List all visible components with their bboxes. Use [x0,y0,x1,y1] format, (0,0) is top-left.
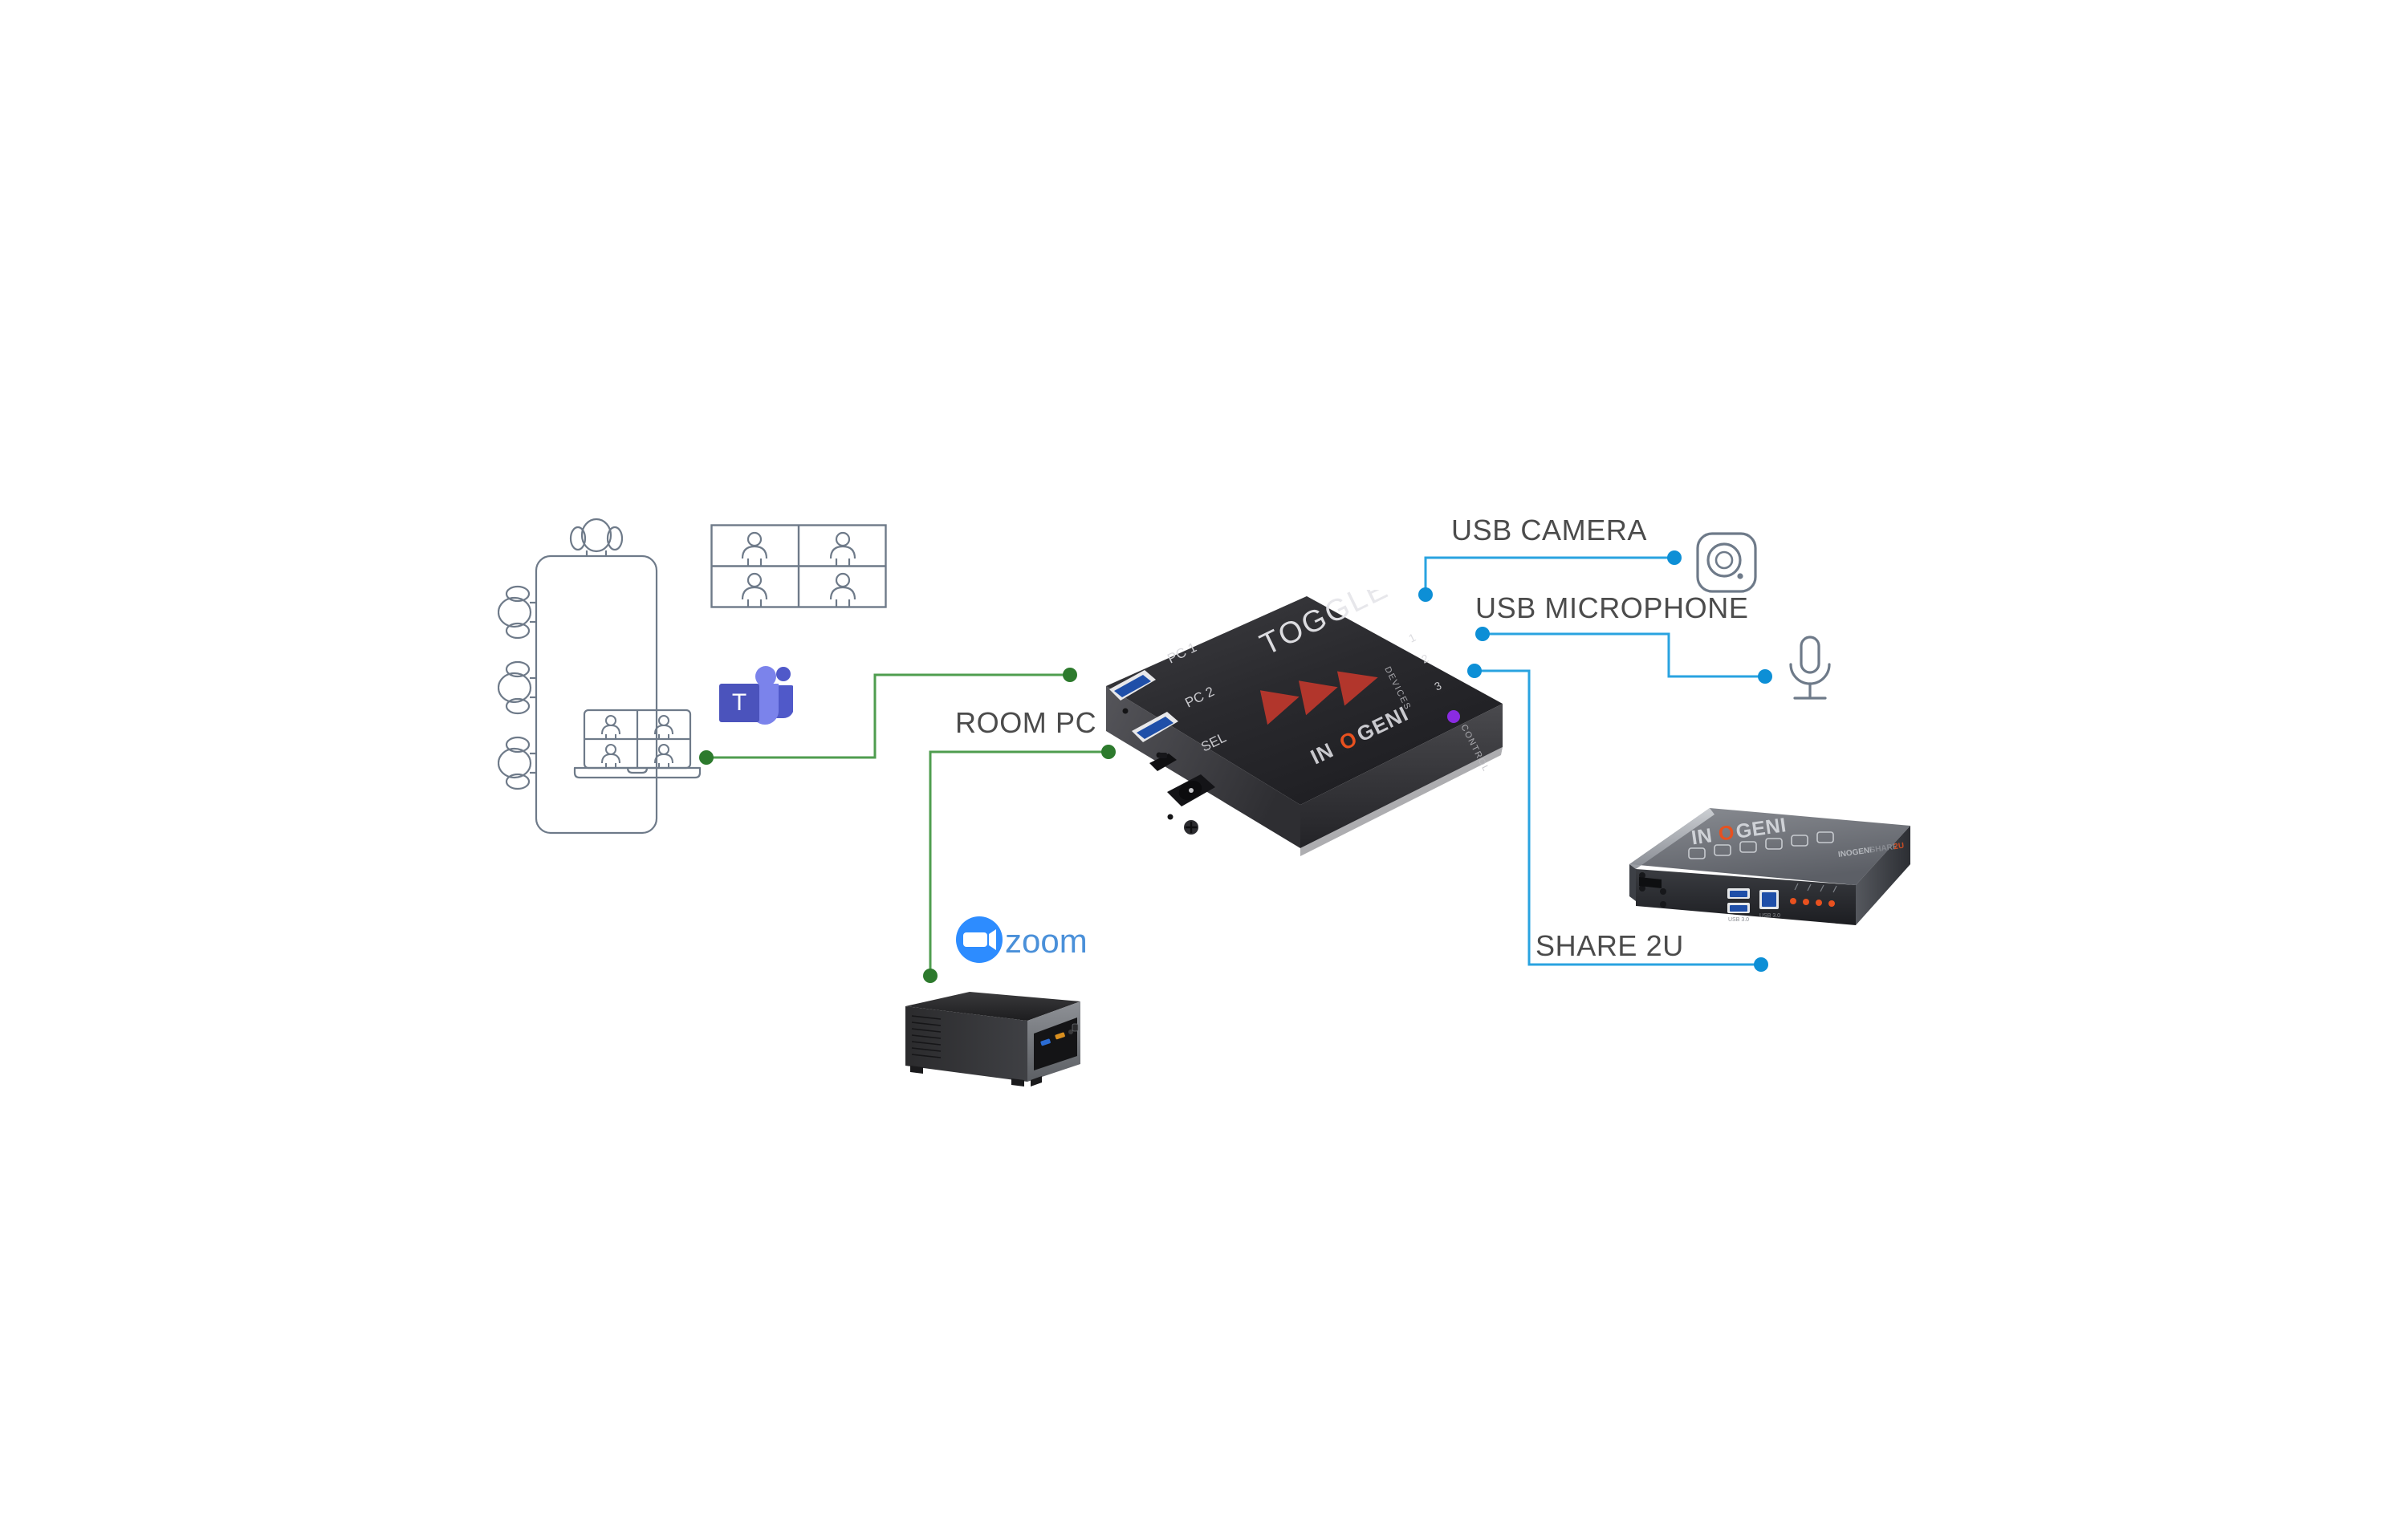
svg-text:zoom: zoom [1005,922,1088,960]
toggle-arrows [1259,671,1378,725]
share2u-leds [1790,898,1835,907]
svg-text:O: O [1717,821,1735,845]
room-pc-mini-computer [905,992,1080,1086]
conference-room-illustration [498,518,702,835]
label-usb-camera: USB CAMERA [1451,514,1648,546]
chair-left-3 [498,736,536,790]
chair-left-1 [498,585,536,640]
inogeni-share2u-device: IN O GENI INOGENI SHARE 2U USB 3.0 [1629,808,1910,925]
wire-toggle-to-mic [1475,627,1772,684]
label-usb-microphone: USB MICROPHONE [1475,591,1749,624]
toggle-left-panel [1109,670,1215,835]
microsoft-teams-logo: T [719,666,793,725]
svg-text:USB 3.0: USB 3.0 [1759,913,1780,919]
chair-left-2 [498,660,536,715]
inogeni-toggle-device: PC 1 PC 2 SEL TOGGLE DEVICES 1 2 3 CONTR… [1106,590,1503,856]
wire-toggle-to-share2u [1467,664,1768,972]
svg-text:SHARE: SHARE [1869,843,1899,855]
usb-microphone-icon [1789,636,1831,700]
laptop [573,709,702,779]
toggle-device-num-1: 1 [1406,631,1418,645]
svg-text:IN: IN [1690,824,1714,849]
toggle-control-led [1447,710,1460,723]
label-share-2u: SHARE 2U [1536,929,1684,962]
share2u-usb-ports: USB 3.0 USB 3.0 [1727,888,1780,923]
chair-top [569,518,624,556]
usb-camera-icon [1696,532,1757,593]
svg-text:2U: 2U [1893,842,1905,852]
share2u-top-icons [1688,831,1834,859]
wire-roompc-to-toggle [923,745,1116,983]
svg-text:T: T [732,689,746,716]
wire-teams-to-toggle [699,668,1077,765]
label-room-pc: ROOM PC [955,706,1097,739]
svg-text:USB 3.0: USB 3.0 [1728,917,1749,923]
wire-toggle-to-camera [1418,550,1682,602]
zoom-logo: zoom [956,916,1088,963]
video-wall-display [710,524,887,608]
